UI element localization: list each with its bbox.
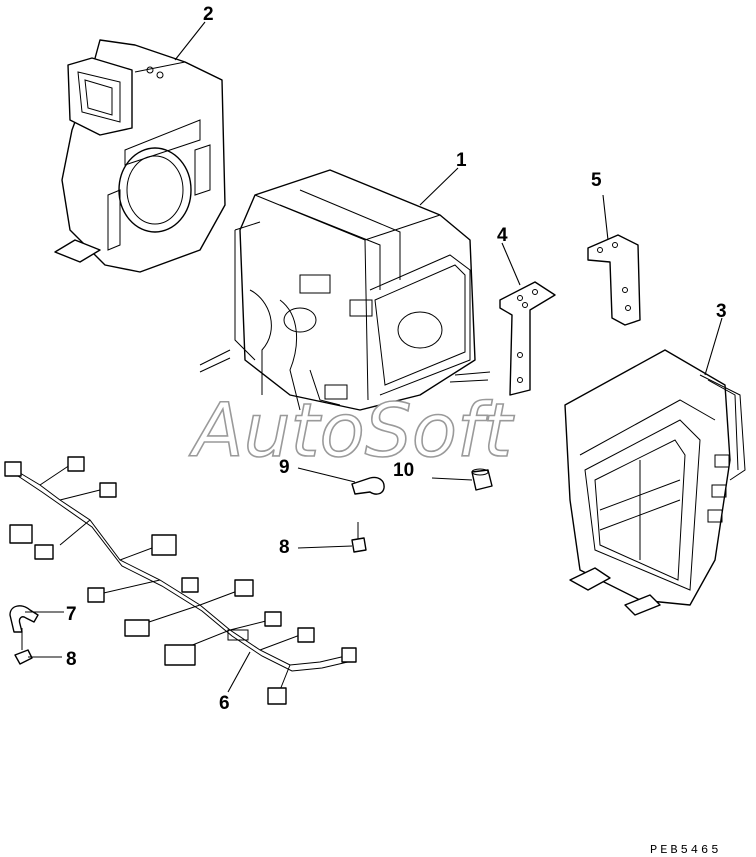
callout-10: 10 (393, 460, 414, 481)
bolt-part-8-left (14, 628, 33, 665)
callout-8-left: 8 (66, 649, 77, 670)
clamp-part-9 (351, 476, 385, 495)
autosoft-watermark: AutoSoft (189, 388, 515, 474)
callout-8-middle: 8 (279, 537, 290, 558)
air-conditioner-unit-part-1 (199, 169, 491, 411)
callout-3: 3 (716, 301, 727, 322)
callout-1: 1 (456, 150, 467, 171)
callout-2: 2 (203, 4, 214, 25)
bracket-part-4 (499, 281, 556, 396)
callout-9: 9 (279, 457, 290, 478)
callout-labels: 2 1 3 4 5 6 7 8 8 9 10 (66, 4, 727, 714)
evaporator-unit-part-3 (564, 349, 746, 616)
leader-lines (25, 21, 723, 693)
blower-unit-part-2 (54, 39, 226, 273)
wiring-harness-part-6 (4, 456, 357, 705)
callout-6: 6 (219, 693, 230, 714)
drawing-code: PEB5465 (650, 843, 721, 857)
spacer-part-10 (471, 468, 493, 491)
callout-4: 4 (497, 225, 508, 246)
callout-7: 7 (66, 604, 77, 625)
clip-part-7 (9, 605, 39, 633)
bolt-part-8-middle (351, 522, 367, 553)
bracket-part-5 (587, 234, 641, 326)
callout-5: 5 (591, 170, 602, 191)
